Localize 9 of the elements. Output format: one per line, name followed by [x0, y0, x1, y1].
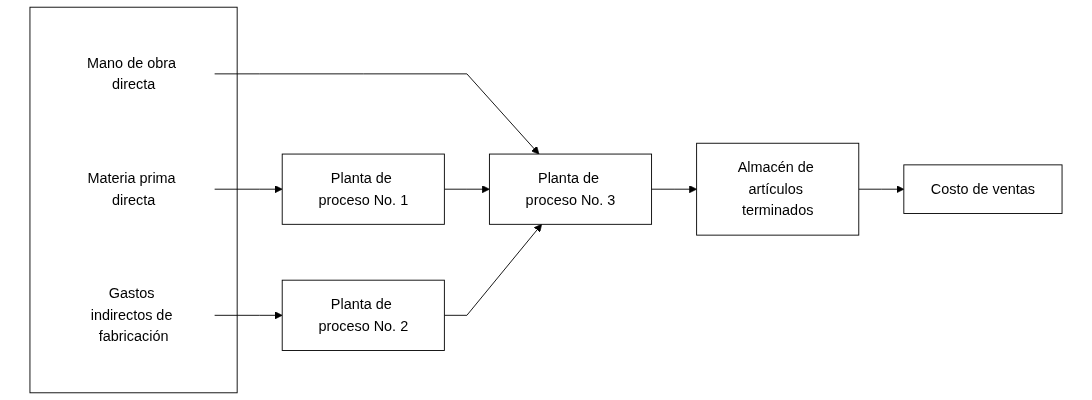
cluster	[29, 6, 238, 394]
node-text: Mano de obra directa	[87, 54, 177, 92]
node-text: Materia prima directa	[87, 170, 176, 208]
node-box: Planta de proceso No. 2	[281, 279, 445, 351]
node-box: Almacén de artículos terminados	[696, 142, 860, 236]
node-box: Planta de proceso No. 1	[281, 153, 445, 225]
node-text: Gastos indirectos de fabricación	[90, 285, 173, 345]
node-box: Planta de proceso No. 3	[488, 153, 653, 225]
node-box: Costo de ventas	[903, 164, 1063, 214]
